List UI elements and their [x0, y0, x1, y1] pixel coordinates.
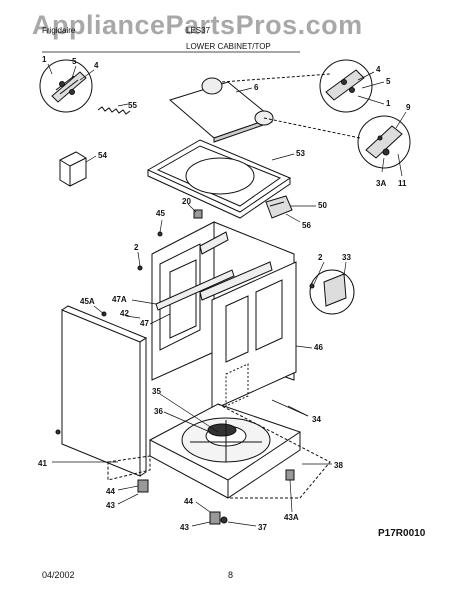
callout: 1: [386, 99, 391, 108]
callout: 5: [386, 77, 391, 86]
callout: 11: [398, 179, 407, 188]
bracket-47: [155, 231, 273, 311]
footer-date: 04/2002: [42, 570, 75, 580]
callout: 1: [42, 55, 47, 64]
callout: 4: [94, 61, 99, 70]
callout: 45: [156, 209, 165, 218]
callout: 45A: [80, 297, 95, 306]
hinge-detail-right-top: [319, 59, 373, 113]
callout: 42: [120, 309, 129, 318]
callout: 41: [38, 459, 47, 468]
hinge-detail-left: [39, 59, 93, 113]
callout: 56: [302, 221, 311, 230]
callout: 54: [98, 151, 107, 160]
callout: 47A: [112, 295, 127, 304]
callout: 2: [318, 253, 323, 262]
callout: 43: [106, 501, 115, 510]
cabinet-top: [146, 139, 292, 219]
part-20: [193, 209, 203, 219]
leader-lines: [47, 63, 407, 527]
watermark: AppliancePartsPros.com: [32, 10, 363, 40]
callout: 55: [128, 101, 137, 110]
callout: 44: [184, 497, 193, 506]
hinge-detail-right-bottom: [357, 115, 411, 169]
callout-labels: 1 5 4 55 6 4 5 1 9 3A 11 54 53 20 50 56 …: [38, 55, 411, 532]
callout: 33: [342, 253, 351, 262]
callout: 44: [106, 487, 115, 496]
callout: 3A: [376, 179, 386, 188]
callout: 43A: [284, 513, 299, 522]
model-label: LES37: [186, 26, 211, 35]
callout: 6: [254, 83, 259, 92]
callout: 53: [296, 149, 305, 158]
leveling-feet: [137, 469, 295, 525]
clip-33: [309, 269, 355, 315]
callout: 4: [376, 65, 381, 74]
callout: 9: [406, 103, 411, 112]
callout: 34: [312, 415, 321, 424]
drawing-code: P17R0010: [378, 528, 426, 539]
callout: 36: [154, 407, 163, 416]
part-54: [59, 151, 87, 187]
callout: 35: [152, 387, 161, 396]
callout: 5: [72, 57, 77, 66]
part-50: [265, 195, 293, 219]
callout: 47: [140, 319, 149, 328]
callout: 2: [134, 243, 139, 252]
screws: [55, 231, 315, 435]
callout: 46: [314, 343, 323, 352]
section-title: LOWER CABINET/TOP: [186, 42, 271, 51]
spring-55: [97, 106, 131, 115]
callout: 20: [182, 197, 191, 206]
base-38: [148, 403, 302, 499]
callout: 38: [334, 461, 343, 470]
callout: 50: [318, 201, 327, 210]
side-panel-46: [211, 261, 297, 411]
brand-label: Frigidaire: [42, 26, 76, 35]
front-panel-42: [61, 305, 148, 477]
callout: 37: [258, 523, 267, 532]
callout: 43: [180, 523, 189, 532]
page-number: 8: [228, 570, 234, 580]
